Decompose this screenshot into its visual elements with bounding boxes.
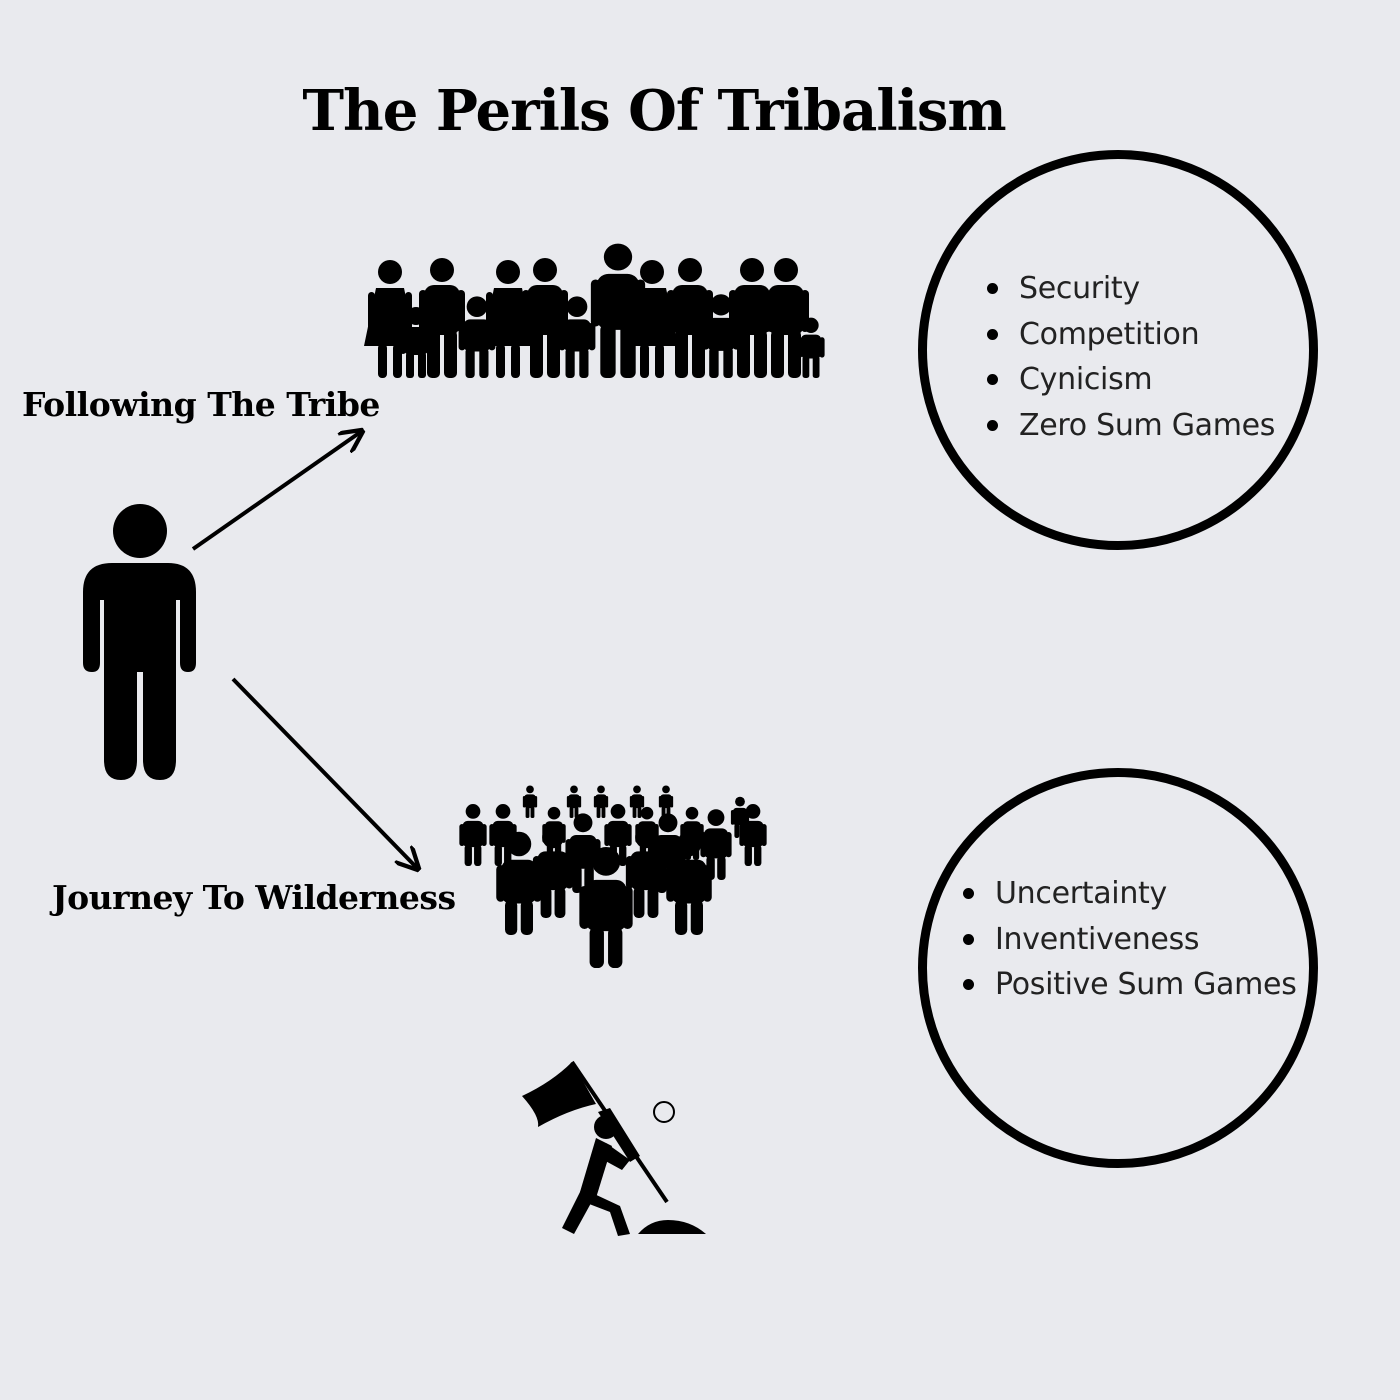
arrow-to-tribe — [191, 431, 362, 551]
trait-item: Inventiveness — [963, 917, 1297, 963]
path-label-following-tribe: Following The Tribe — [22, 385, 380, 424]
trait-item: Uncertainty — [963, 871, 1297, 917]
crowd-icon — [459, 785, 767, 969]
trait-item: Positive Sum Games — [963, 962, 1297, 1008]
flag-planting-person-icon — [522, 1060, 706, 1236]
page-title: The Perils Of Tribalism — [302, 78, 1006, 144]
family-group-icon — [364, 243, 825, 378]
trait-item: Cynicism — [987, 357, 1275, 403]
wilderness-traits-list: Uncertainty Inventiveness Positive Sum G… — [963, 871, 1297, 1008]
path-label-journey-wilderness: Journey To Wilderness — [52, 878, 456, 917]
arrow-to-wilderness — [231, 677, 418, 869]
person-icon — [83, 504, 196, 780]
trait-item: Security — [987, 266, 1275, 312]
wilderness-traits-circle — [918, 768, 1318, 1168]
tribe-traits-circle — [918, 150, 1318, 550]
trait-item: Zero Sum Games — [987, 403, 1275, 449]
tribe-traits-list: Security Competition Cynicism Zero Sum G… — [987, 266, 1275, 448]
trait-item: Competition — [987, 312, 1275, 358]
